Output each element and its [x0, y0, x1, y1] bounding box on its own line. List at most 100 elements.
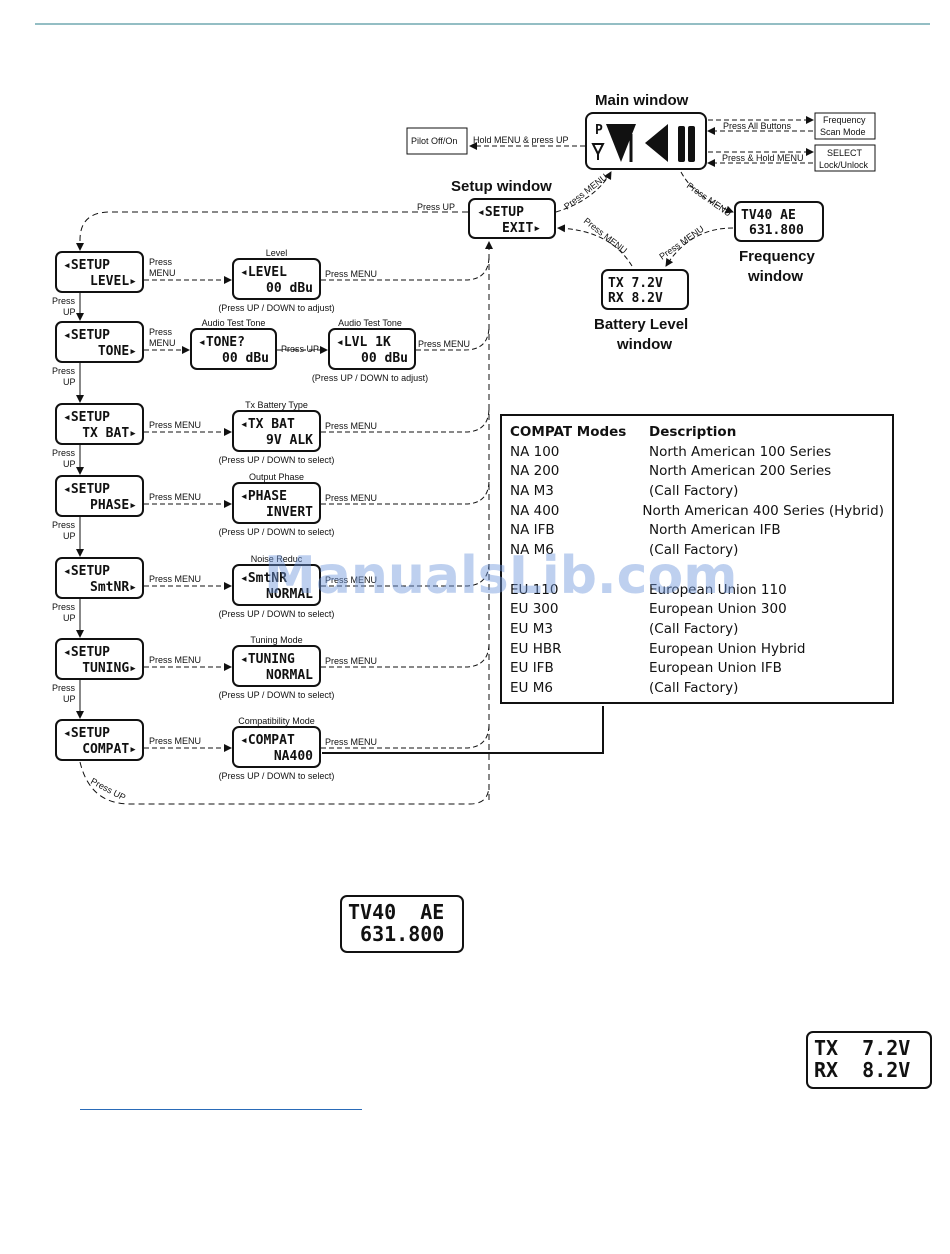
- compat-mode-cell: EU M3: [510, 620, 553, 637]
- select-lock-line2: Lock/Unlock: [819, 160, 869, 170]
- value-line1: ◂LEVEL: [240, 265, 287, 280]
- setup-item-line1: ◂SETUP: [63, 726, 110, 741]
- press-up-top-label: Press UP: [417, 202, 455, 212]
- battery-lcd-line2: RX 8.2V: [608, 291, 663, 306]
- compat-mode-cell: NA M3: [510, 483, 554, 500]
- value-caption: Compatibility Mode: [238, 716, 315, 726]
- press-menu-label: Press MENU: [149, 492, 201, 502]
- press-up-label: Press: [52, 683, 76, 693]
- value-lcd: [232, 482, 321, 524]
- press-menu-return-label: Press MENU: [325, 656, 377, 666]
- compat-mode-cell: EU HBR: [510, 640, 562, 657]
- return-arrow: [321, 407, 490, 433]
- value-caption: Tx Battery Type: [245, 400, 308, 410]
- frequency-scan-box: [814, 112, 876, 140]
- compat-table-row: EU M3(Call Factory): [510, 620, 884, 640]
- value-line2: 00 dBu: [222, 351, 269, 366]
- value-line1: ◂TUNING: [240, 652, 295, 667]
- return-arrow: [321, 723, 490, 749]
- press-up-label: UP: [63, 307, 76, 317]
- press-up-label: Press: [52, 448, 76, 458]
- setup-item-line1: ◂SETUP: [63, 645, 110, 660]
- press-up-label: UP: [63, 613, 76, 623]
- setup-item-line2: TUNING▸: [82, 661, 137, 676]
- battery-lcd: [601, 269, 689, 310]
- press-all-label: Press All Buttons: [723, 121, 792, 131]
- frequency-scan-line2: Scan Mode: [820, 127, 866, 137]
- compat-description-cell: (Call Factory): [649, 542, 739, 559]
- press-up-label: UP: [63, 531, 76, 541]
- press-menu-label-a: Press MENU: [562, 172, 609, 212]
- press-menu-return-label: Press MENU: [325, 737, 377, 747]
- setup-item-line2: LEVEL▸: [90, 274, 137, 289]
- frequency-scan-line1: Frequency: [823, 115, 866, 125]
- setup-item-lcd: [55, 403, 144, 445]
- value-line2: INVERT: [266, 505, 313, 520]
- press-menu-label-b: Press MENU: [685, 180, 733, 218]
- compat-mode-cell: NA 400: [510, 502, 560, 519]
- value-line2: 00 dBu: [266, 281, 313, 296]
- compat-mode-cell: NA M6: [510, 542, 554, 559]
- setup-exit-to-level-arrow: [76, 211, 468, 251]
- compat-description-cell: Description: [649, 424, 737, 440]
- setup-item-line2: SmtNR▸: [90, 580, 137, 595]
- press-menu-label: Press MENU: [149, 574, 201, 584]
- value-line1: ◂PHASE: [240, 489, 287, 504]
- adjust-hint: (Press UP / DOWN to adjust): [218, 303, 334, 313]
- compat-table-row: NA M6 (Call Factory): [510, 541, 884, 561]
- press-menu-return-label: Press MENU: [325, 421, 377, 431]
- compat-description-cell: North American 400 Series (Hybrid): [642, 502, 884, 519]
- compat-mode-cell: NA IFB: [510, 522, 555, 539]
- adjust-hint: (Press UP / DOWN to select): [219, 609, 335, 619]
- value-lcd: [328, 328, 416, 370]
- setup-item-line1: ◂SETUP: [63, 258, 110, 273]
- compat-mode-cell: EU IFB: [510, 660, 554, 677]
- adjust-hint: (Press UP / DOWN to adjust): [312, 373, 428, 383]
- compat-description-cell: European Union Hybrid: [649, 640, 806, 657]
- compat-table-row: NA 400 North American 400 Series (Hybrid): [510, 502, 884, 522]
- main-to-frequency-arrow: [680, 171, 734, 214]
- compat-mode-cell: NA 200: [510, 463, 560, 480]
- footer-link-rule: [80, 1109, 362, 1110]
- value-line2: NORMAL: [266, 587, 313, 602]
- press-menu-return-label: Press MENU: [325, 269, 377, 279]
- setup-item-line2: TX BAT▸: [82, 426, 137, 441]
- frequency-lcd-line2: 631.800: [749, 223, 804, 238]
- value-line1: ◂LVL 1K: [336, 335, 391, 350]
- compat-description-cell: North American 100 Series: [649, 443, 832, 460]
- compat-mode-cell: EU M6: [510, 679, 553, 696]
- setup-exit-line2: EXIT▸: [502, 221, 541, 236]
- compat-description-cell: European Union 300: [649, 601, 787, 618]
- press-menu-label: Press: [149, 257, 173, 267]
- press-hold-menu-label: Press & Hold MENU: [722, 153, 804, 163]
- bottom-frequency-lcd: TV40 AE 631.800: [340, 895, 464, 953]
- setup-item-lcd: [55, 557, 144, 599]
- return-arrow: [321, 479, 490, 505]
- press-menu-label: MENU: [149, 268, 176, 278]
- value-line1: ◂COMPAT: [240, 733, 295, 748]
- press-menu-return-label: Press MENU: [325, 575, 377, 585]
- setup-item-line1: ◂SETUP: [63, 482, 110, 497]
- svg-text:P: P: [595, 123, 603, 138]
- setup-item-lcd: [55, 321, 144, 363]
- bottom-battery-lcd: TX 7.2V RX 8.2V: [806, 1031, 932, 1089]
- setup-item-line2: COMPAT▸: [82, 742, 137, 757]
- press-menu-label: Press MENU: [149, 736, 201, 746]
- value-caption: Noise Reduc: [251, 554, 303, 564]
- compat-table-row: NA M3(Call Factory): [510, 482, 884, 502]
- compat-mode-cell: NA 100: [510, 443, 560, 460]
- setup-item-line2: TONE▸: [98, 344, 137, 359]
- value-line2: 00 dBu: [361, 351, 408, 366]
- press-menu-return-label: Press MENU: [418, 339, 470, 349]
- main-window-graphic: P: [591, 123, 695, 162]
- compat-mode-cell: COMPAT Modes: [510, 424, 627, 440]
- compat-mode-cell: EU 300: [510, 601, 559, 618]
- return-arrow: [321, 255, 490, 281]
- compat-mode-cell: [510, 561, 649, 581]
- setup-item-lcd: [55, 475, 144, 517]
- compat-table-connector: [322, 706, 604, 754]
- press-up-label: UP: [63, 694, 76, 704]
